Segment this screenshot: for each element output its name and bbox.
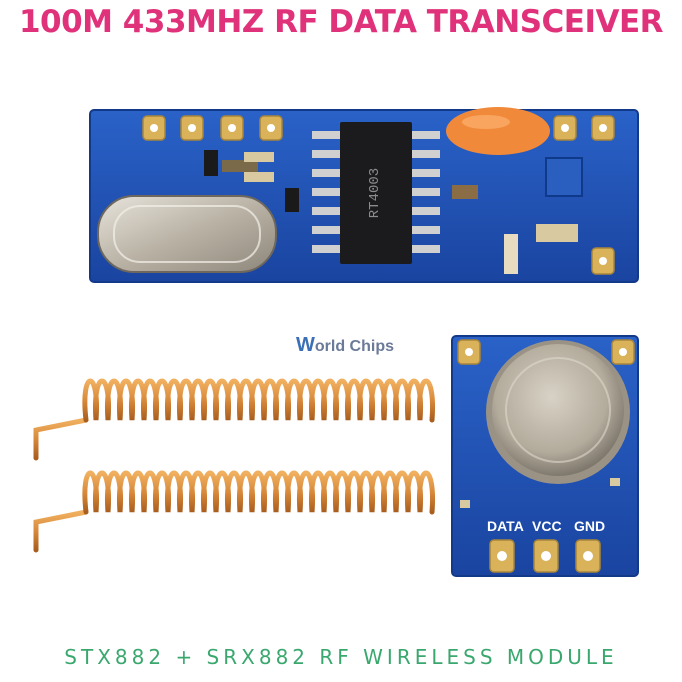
product-subtitle: STX882 + SRX882 RF WIRELESS MODULE	[64, 645, 618, 669]
saw-resonator-can	[486, 340, 630, 484]
crystal-oscillator	[97, 195, 277, 273]
receiver-board: RT4003	[89, 107, 639, 283]
pin-label-gnd: GND	[574, 518, 605, 534]
receiver-chip-marking: RT4003	[367, 168, 383, 218]
pin-label-vcc: VCC	[532, 518, 562, 534]
product-title: 100M 433MHZ RF DATA TRANSCEIVER	[18, 4, 664, 40]
receiver-ic: RT4003	[312, 122, 440, 264]
transmitter-board: DATA VCC GND	[451, 335, 639, 577]
watermark-logo: World Chips	[296, 334, 394, 356]
spring-antenna-top	[33, 378, 436, 461]
smd-components	[204, 150, 583, 274]
ceramic-capacitor	[446, 107, 550, 155]
pin-label-data: DATA	[487, 518, 524, 534]
spring-antenna-bottom	[33, 470, 436, 553]
receiver-top-pads	[142, 115, 615, 275]
